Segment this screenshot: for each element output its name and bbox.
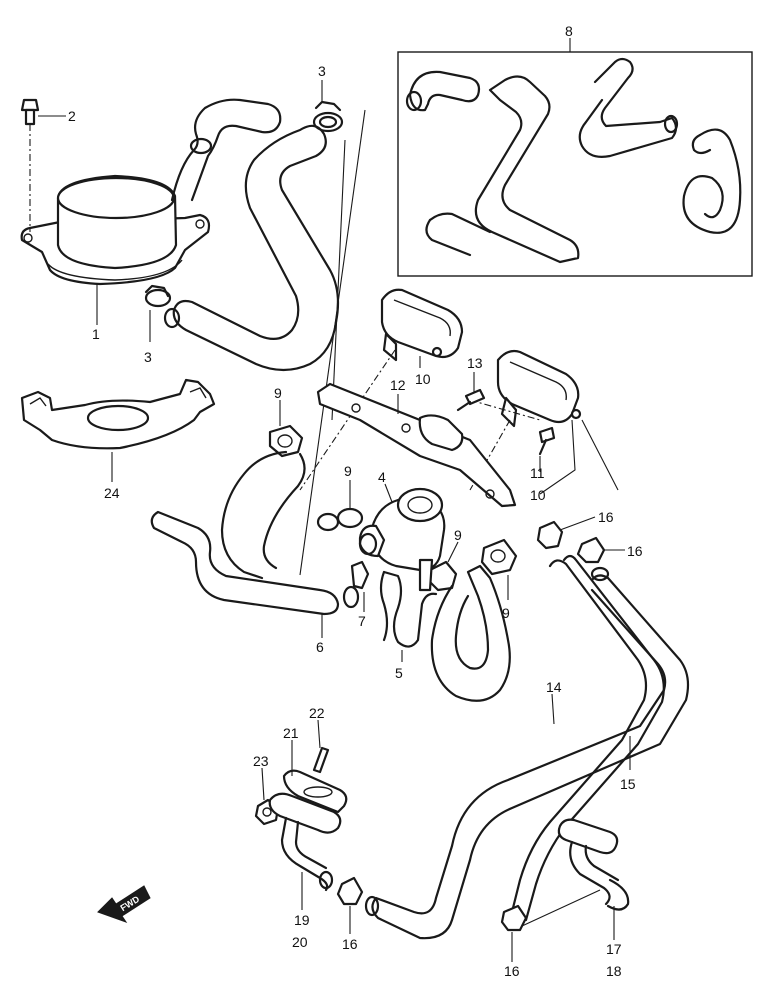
callout-3-top: 3 — [318, 63, 326, 79]
callout-23: 23 — [253, 753, 269, 769]
hose-15 — [364, 566, 690, 940]
plate-24 — [20, 378, 216, 482]
forward-arrow-icon: FWD — [97, 885, 151, 923]
bolt-13 — [456, 372, 486, 412]
callout-15: 15 — [620, 776, 636, 792]
callout-14: 14 — [546, 679, 562, 695]
callout-8: 8 — [565, 23, 573, 39]
hose-kit-box — [397, 38, 753, 277]
air-hose-large — [163, 124, 340, 372]
hose-u-right — [430, 564, 511, 702]
pipe-17-18 — [521, 818, 630, 940]
callout-5: 5 — [395, 665, 403, 681]
callout-2: 2 — [68, 108, 76, 124]
stud-22 — [312, 719, 330, 774]
callout-9-a: 9 — [274, 385, 282, 401]
callout-13: 13 — [467, 355, 483, 371]
callout-11: 11 — [530, 465, 545, 481]
joint-7 — [350, 560, 370, 612]
reed-valve-10-lower — [496, 349, 619, 495]
reed-valve-10-upper — [380, 288, 464, 368]
clamp-3-top — [312, 80, 344, 133]
callout-16-c: 16 — [342, 936, 358, 952]
hose-6-upper — [220, 450, 306, 580]
gasket-21 — [282, 740, 348, 814]
clamp-9-d — [480, 538, 518, 600]
clamp-3-lower — [144, 284, 172, 342]
callout-10-upper: 10 — [415, 371, 431, 387]
callout-19: 19 — [294, 912, 310, 928]
callout-3-lower: 3 — [144, 349, 152, 365]
callout-17: 17 — [606, 941, 622, 957]
clamp-16-upper-b — [576, 536, 625, 564]
clamp-16-lower-b — [500, 904, 528, 962]
callout-9-d: 9 — [502, 605, 510, 621]
callout-12: 12 — [390, 377, 406, 393]
air-valve-4 — [358, 483, 446, 592]
clamp-16-upper-a — [536, 516, 596, 550]
callout-16-b: 16 — [627, 543, 643, 559]
callout-18: 18 — [606, 963, 622, 979]
callout-7: 7 — [358, 613, 366, 629]
clamp-16-lower-a — [336, 876, 364, 934]
callout-24: 24 — [104, 485, 120, 501]
callout-21: 21 — [283, 725, 299, 741]
callout-16-d: 16 — [504, 963, 520, 979]
bracket-12 — [316, 382, 517, 508]
callout-22: 22 — [309, 705, 325, 721]
callout-20: 20 — [292, 934, 308, 950]
pipe-19-20 — [268, 792, 342, 910]
bolt-11 — [538, 426, 556, 472]
hose-5 — [379, 570, 438, 662]
air-cleaner-case — [20, 174, 211, 325]
clamp-9-b — [316, 480, 364, 532]
callout-10-lower: 10 — [530, 487, 546, 503]
hose-14 — [508, 554, 665, 922]
callout-16-a: 16 — [598, 509, 614, 525]
callout-9-b: 9 — [344, 463, 352, 479]
callout-4: 4 — [378, 469, 386, 485]
bolt-2 — [20, 98, 66, 232]
clamp-9-a — [268, 400, 304, 458]
callout-6: 6 — [316, 639, 324, 655]
callout-labels: 8 3 2 1 3 10 13 12 9 24 9 4 11 10 16 16 … — [68, 23, 643, 979]
callout-1: 1 — [92, 326, 100, 342]
air-cleaner-hose — [170, 98, 282, 202]
hose-6 — [150, 510, 360, 638]
callout-9-c: 9 — [454, 527, 462, 543]
